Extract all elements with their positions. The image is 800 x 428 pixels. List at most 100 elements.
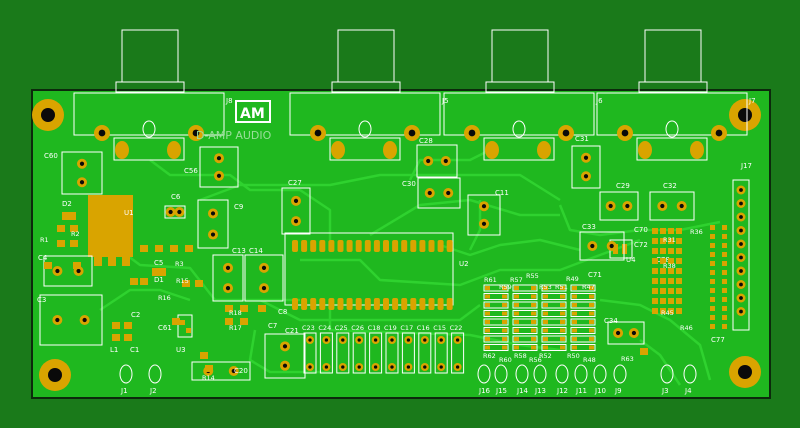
drill-hole [168, 209, 173, 215]
dip-pad [364, 240, 371, 252]
capacitor-outline [197, 199, 229, 249]
resistor-label: R3 [175, 260, 184, 268]
smd-pad [531, 303, 536, 307]
resistor-outline [541, 284, 567, 292]
copper-trace [149, 159, 332, 240]
capacitor-outline [417, 177, 461, 209]
dip-pad [383, 240, 389, 252]
smd-pad [560, 303, 565, 307]
capacitor-outline [599, 191, 639, 221]
drill-hole [446, 190, 451, 196]
bottom-pad [574, 364, 588, 384]
smd-pad [514, 294, 519, 299]
resistor-outline [570, 327, 596, 334]
dip-pad [355, 240, 362, 252]
dip-pad [337, 298, 344, 310]
smd-pad [668, 268, 674, 274]
smd-pad [240, 305, 248, 312]
smd-pad [589, 311, 594, 316]
smd-pad [73, 262, 81, 269]
capacitor-outline [164, 205, 186, 219]
smd-pad [589, 345, 594, 350]
smd-pad [502, 320, 507, 324]
dip-pad [364, 298, 371, 310]
smd-pad [130, 278, 138, 285]
capacitor-outline [352, 332, 366, 374]
drill-hole [324, 338, 329, 342]
resistor-outline [483, 284, 509, 292]
bottom-pad [593, 364, 607, 384]
rca-jack-barrel [121, 29, 179, 83]
dip-pad [410, 240, 417, 252]
smd-pad [676, 268, 682, 274]
capacitor-label: C8 [278, 308, 287, 316]
capacitor-label: C33 [582, 223, 596, 231]
smd-pad [543, 337, 548, 341]
capacitor-outline [416, 144, 458, 178]
smd-pad [205, 365, 213, 372]
smd-pad [560, 345, 565, 350]
copper-trace [259, 298, 481, 322]
capacitor-label: C3 [37, 296, 46, 304]
drill-hole [739, 282, 743, 287]
bottom-pad [148, 364, 162, 384]
dip-pad [301, 240, 308, 252]
resistor-label: R45 [661, 309, 674, 317]
smd-pad [122, 256, 130, 266]
dip-pad [428, 298, 435, 310]
inductor-label: L1 [110, 346, 118, 354]
smd-pad [722, 306, 727, 311]
resistor-label: R50 [567, 352, 580, 360]
smd-pad [710, 288, 715, 293]
resistor-outline [541, 310, 567, 317]
dip-pad [346, 298, 353, 310]
smd-pad [676, 298, 682, 304]
dip-pad [373, 240, 380, 252]
smd-pad [660, 248, 666, 254]
smd-pad [502, 337, 507, 341]
dip-pad [292, 240, 298, 252]
smd-pad [668, 298, 674, 304]
smd-pad [140, 278, 148, 285]
capacitor-outline [212, 254, 244, 302]
resistor-outline [570, 301, 596, 309]
smd-pad [722, 279, 727, 284]
capacitor-outline [264, 333, 306, 379]
capacitor-label: C4 [38, 254, 48, 262]
resistor-label: R55 [526, 272, 539, 280]
dip-pad [319, 298, 326, 310]
copper-trace [599, 298, 712, 381]
smd-pad [710, 234, 715, 239]
drill-hole [76, 268, 81, 274]
smd-pad [514, 337, 519, 341]
smd-pad [640, 348, 648, 355]
bottom-pad-label: J16 [478, 387, 491, 395]
drill-hole [293, 198, 299, 203]
drill-hole [357, 338, 361, 342]
smd-pad [531, 294, 536, 299]
capacitor-label: C22 [450, 324, 463, 332]
smd-pad [722, 288, 727, 293]
jack-pad [167, 141, 181, 159]
smd-pad [172, 318, 180, 325]
ic-label: U3 [176, 346, 186, 354]
dip-pad [346, 240, 353, 252]
drill-hole [406, 338, 411, 342]
smd-pad [722, 315, 727, 320]
drill-hole [621, 129, 629, 137]
smd-pad [182, 280, 190, 287]
bottom-pad [494, 364, 508, 384]
smd-pad [589, 320, 594, 324]
smd-pad [112, 322, 120, 329]
smd-pad [589, 328, 594, 333]
bottom-pad [660, 364, 674, 384]
resistor-label: R31 [663, 236, 676, 244]
capacitor-label: C11 [495, 189, 509, 197]
smd-pad [660, 268, 666, 274]
smd-pad [660, 308, 666, 314]
drill-hole [79, 180, 85, 185]
connector-label: J7 [748, 97, 756, 105]
smd-pad [652, 268, 658, 274]
drill-hole [390, 365, 394, 369]
capacitor-label: C25 [335, 324, 348, 332]
